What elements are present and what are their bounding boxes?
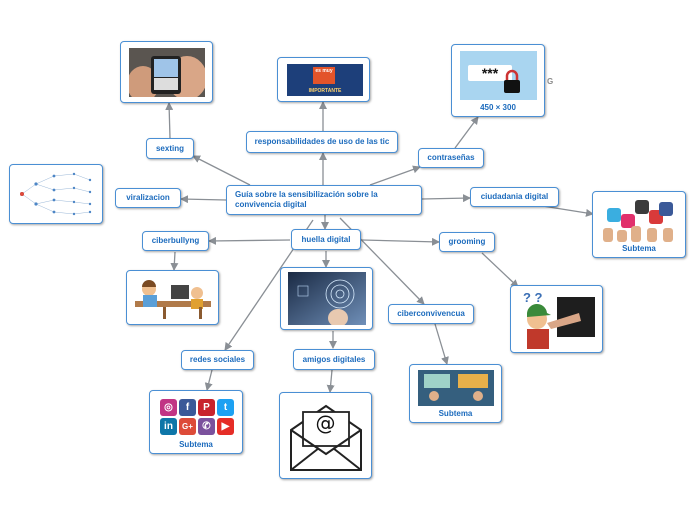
password-image: *** [460,51,537,100]
email-envelope-image [290,404,362,471]
image-node-sexting[interactable] [120,41,213,103]
topic-ciberconvivencua[interactable]: ciberconvivencua [388,304,474,324]
topic-ciudadania-label: ciudadania digital [480,192,549,202]
pinterest-icon: P [198,399,215,416]
social-media-hands-image [603,200,673,242]
topic-viralizacion-label: viralizacion [126,193,170,203]
bullying-kids-image [133,275,213,320]
topic-contrasenas[interactable]: contraseñas [418,148,484,168]
padlock-icon [504,69,520,93]
topic-redes-label: redes sociales [189,355,246,365]
topic-responsabilidades-label: responsabilidades de uso de las tic [254,137,390,147]
topic-ciberbullyng-label: ciberbullyng [151,236,200,246]
ciberconvivencua-caption: Subtema [438,409,473,418]
image-node-redes[interactable]: ◎ f P t in G+ ✆ ▶ Subtema [149,390,243,454]
topic-huella-label: huella digital [301,234,351,244]
network-spread-image [20,172,92,216]
topic-ciudadania-digital[interactable]: ciudadania digital [470,187,559,207]
important-badge: es muy [313,67,335,84]
question-marks: ? ? [523,290,543,305]
topic-viralizacion[interactable]: viralizacion [115,188,181,208]
topic-redes-sociales[interactable]: redes sociales [181,350,254,370]
topic-ciberbullyng[interactable]: ciberbullyng [142,231,209,251]
google-plus-icon: G+ [179,418,196,435]
ciberconvivencia-image [418,370,494,406]
redes-caption: Subtema [179,440,213,449]
email-at-icon: @ [315,411,336,435]
topic-responsabilidades[interactable]: responsabilidades de uso de las tic [246,131,398,153]
image-node-grooming[interactable]: ? ? [510,285,603,353]
password-mask: *** [468,65,512,81]
topic-grooming-label: grooming [448,237,486,247]
topic-grooming[interactable]: grooming [439,232,495,252]
viber-icon: ✆ [198,418,215,435]
central-topic-label: Guía sobre la sensibilización sobre la c… [235,190,378,209]
image-node-viralizacion[interactable] [9,164,103,224]
important-banner-image: es muy IMPORTANTE [287,64,363,96]
topic-huella-digital[interactable]: huella digital [291,229,361,250]
image-node-ciberbullyng[interactable] [126,270,219,325]
password-caption: 450 × 300 [480,103,516,112]
image-node-importante[interactable]: es muy IMPORTANTE [277,57,370,102]
youtube-icon: ▶ [217,418,234,435]
central-topic[interactable]: Guía sobre la sensibilización sobre la c… [226,185,422,215]
phone-hands-image [129,48,205,97]
topic-sexting-label: sexting [155,143,184,153]
image-node-ciberconvivencua[interactable]: Subtema [409,364,502,423]
instagram-icon: ◎ [160,399,177,416]
image-node-contrasenas[interactable]: *** 450 × 300 [451,44,545,117]
google-g-icon: G [547,77,554,86]
image-node-huella[interactable] [280,267,373,330]
topic-ciberconvivencua-label: ciberconvivencua [397,309,465,319]
linkedin-icon: in [160,418,177,435]
fingerprint-image [288,272,366,325]
important-label: IMPORTANTE [308,88,342,94]
topic-amigos-label: amigos digitales [302,354,366,364]
grooming-image [517,291,597,349]
topic-sexting[interactable]: sexting [146,138,194,159]
image-node-amigos[interactable]: @ [279,392,372,479]
ciudadania-caption: Subtema [622,244,656,253]
topic-contrasenas-label: contraseñas [427,153,475,163]
facebook-icon: f [179,399,196,416]
topic-amigos-digitales[interactable]: amigos digitales [293,349,375,370]
image-node-ciudadania[interactable]: Subtema [592,191,686,258]
twitter-icon: t [217,399,234,416]
